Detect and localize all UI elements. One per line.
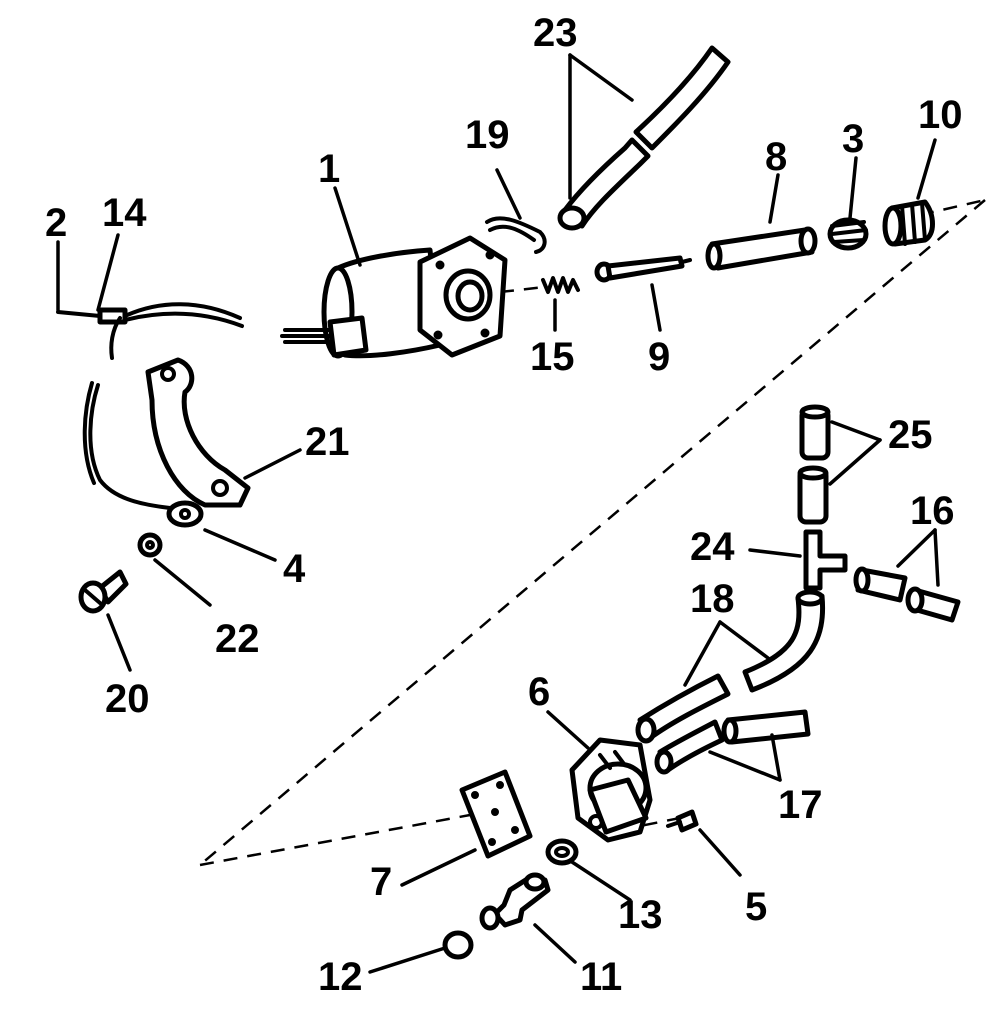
part-13-o-ring xyxy=(545,838,579,866)
callout-12: 12 xyxy=(318,955,363,999)
part-2-14-wire-lead xyxy=(56,302,244,360)
callout-18: 18 xyxy=(690,577,735,621)
callout-1: 1 xyxy=(318,147,340,191)
callout-labels: 23 19 1 2 14 8 3 10 15 9 21 25 16 24 4 2… xyxy=(45,11,963,999)
callout-14: 14 xyxy=(102,191,147,235)
callout-21: 21 xyxy=(305,420,350,464)
part-11-fitting xyxy=(479,872,551,931)
callout-22: 22 xyxy=(215,617,260,661)
part-15-spring xyxy=(541,276,580,294)
part-8-sleeve xyxy=(705,226,818,271)
callout-8: 8 xyxy=(765,135,787,179)
part-25-hose-pieces xyxy=(797,404,831,525)
callout-2: 2 xyxy=(45,201,67,245)
part-4-ground-lead xyxy=(82,381,204,528)
part-23-hose xyxy=(557,45,731,231)
callout-11: 11 xyxy=(580,955,622,999)
part-21-bracket xyxy=(145,357,251,508)
callout-16: 16 xyxy=(910,489,955,533)
callout-10: 10 xyxy=(918,93,963,137)
leader-lines xyxy=(56,53,940,974)
part-10-cap xyxy=(882,199,935,247)
part-12-cap xyxy=(442,930,474,960)
callout-7: 7 xyxy=(370,860,392,904)
callout-9: 9 xyxy=(648,335,670,379)
part-5-screw xyxy=(666,809,699,833)
callout-24: 24 xyxy=(690,525,735,569)
part-19-clip xyxy=(485,216,547,254)
part-18-hoses xyxy=(635,589,826,744)
callout-5: 5 xyxy=(745,885,767,929)
callout-13: 13 xyxy=(618,893,663,937)
callout-23: 23 xyxy=(533,11,578,55)
callout-6: 6 xyxy=(528,670,550,714)
part-22-lock-washer xyxy=(137,532,163,558)
callout-4: 4 xyxy=(283,547,306,591)
part-3-spring xyxy=(827,217,869,251)
callout-17: 17 xyxy=(778,783,823,827)
callout-15: 15 xyxy=(530,335,575,379)
part-1-solenoid xyxy=(280,235,508,359)
callout-19: 19 xyxy=(465,113,510,157)
part-9-plunger xyxy=(594,255,692,283)
part-20-screw xyxy=(78,569,129,614)
part-7-diaphragm xyxy=(459,769,533,859)
callout-20: 20 xyxy=(105,677,150,721)
callout-3: 3 xyxy=(842,117,864,161)
part-24-tee xyxy=(803,529,848,591)
part-16-hose-pieces xyxy=(853,566,961,623)
part-17-hoses xyxy=(654,709,811,775)
part-6-fuel-pump xyxy=(569,737,653,843)
callout-25: 25 xyxy=(888,413,933,457)
